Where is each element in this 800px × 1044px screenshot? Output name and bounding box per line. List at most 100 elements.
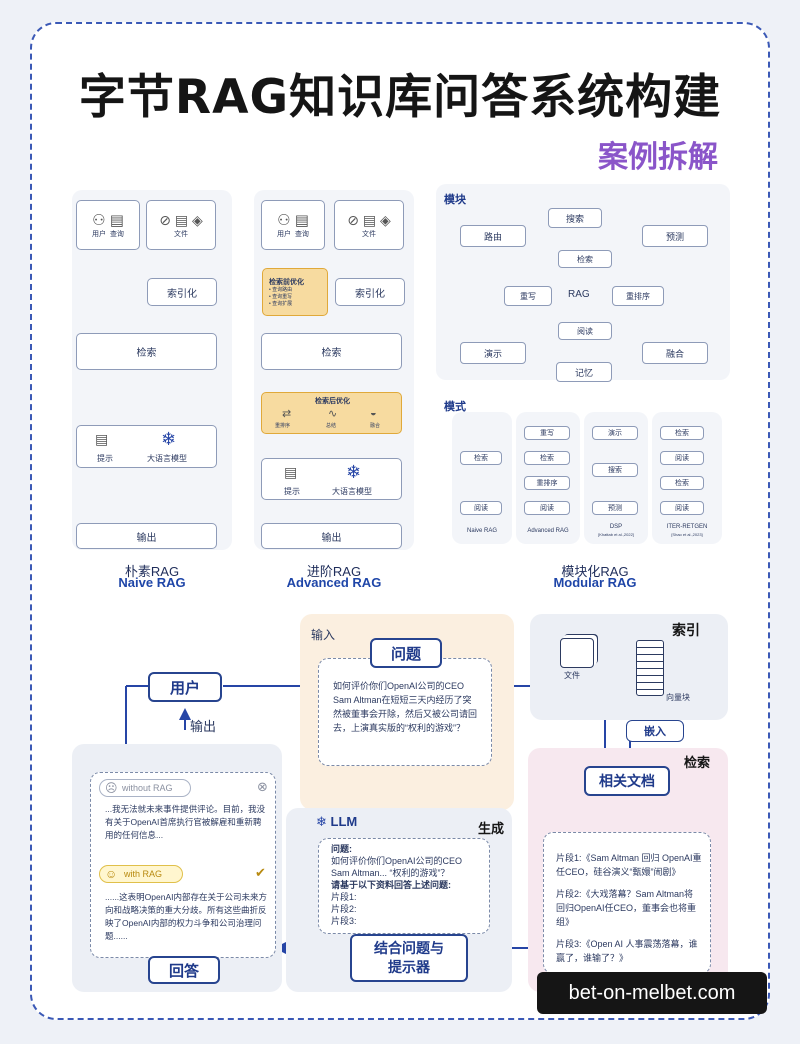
retrieve-label: 检索 — [684, 755, 711, 770]
combine-prompt-button[interactable]: 结合问题与 提示器 — [350, 934, 468, 982]
llm-label-text: LLM — [330, 814, 358, 829]
p4-read-2: 阅读 — [660, 501, 704, 515]
prompt-chunk: 片段3: — [331, 916, 357, 926]
document-icon: ▤ — [95, 431, 109, 447]
naive-index-box: 索引化 — [147, 278, 217, 306]
p4-retrieve-1: 检索 — [660, 426, 704, 440]
combine-line-1: 结合问题与 — [374, 940, 444, 956]
modular-caption-cn: 模块化RAG — [561, 564, 629, 579]
p4-retrieve-2: 检索 — [660, 476, 704, 490]
check-icon: ✔ — [255, 865, 266, 880]
naive-doc-label: 文件 — [174, 230, 188, 238]
adv-pre-retrieval-box: 检索前优化 • 查询路由 • 查询重写 • 查询扩展 — [262, 268, 328, 316]
p2-retrieve: 检索 — [524, 451, 570, 465]
adv-pre-item: • 查询路由 — [269, 286, 293, 293]
mod-read: 阅读 — [558, 322, 612, 340]
p1-retrieve: 检索 — [460, 451, 502, 465]
vector-stack-icon — [636, 640, 664, 696]
adv-summary-label: 总结 — [326, 423, 337, 429]
naive-panel — [72, 190, 232, 550]
adv-caption-cn: 进阶RAG — [306, 564, 362, 579]
adv-llm-label: 大语言模型 — [332, 487, 372, 496]
adv-user-query-box: ⚇ ▤ 用户 查询 — [261, 200, 325, 250]
prompt-question-text: 如何评价你们OpenAI公司的CEO Sam Altman... “权利的游戏”… — [331, 856, 463, 878]
combine-line-2: 提示器 — [388, 959, 430, 975]
naive-prompt-label: 提示 — [97, 454, 113, 463]
adv-caption-en: Advanced RAG — [286, 575, 382, 590]
shuffle-icon: ⇄ — [282, 408, 292, 420]
p3-demo: 演示 — [592, 426, 638, 440]
adv-rerank-label: 重排序 — [275, 423, 291, 429]
adv-doc-label: 文件 — [362, 230, 376, 238]
modular-caption-en: Modular RAG — [553, 575, 637, 590]
snowflake-icon: ❄ — [346, 462, 362, 482]
naive-caption-cn: 朴素RAG — [124, 564, 180, 579]
p2-name: Advanced RAG — [527, 528, 569, 534]
chunks-box: 片段1:《Sam Altman 回归 OpenAI重任CEO，硅谷演义“甄嬛”闹… — [543, 832, 711, 974]
naive-output-box: 输出 — [76, 523, 217, 549]
p3-ref: [Khattab et al.,2022] — [598, 532, 634, 537]
question-text-box: 如何评价你们OpenAI公司的CEO Sam Altman在短短三天内经历了突然… — [318, 658, 492, 766]
adv-post-retrieval-box: 检索后优化 ⇄ ∿ ◒ 重排序 总结 融合 — [261, 392, 402, 434]
module-section-label: 模块 — [444, 194, 466, 206]
naive-llm-label: 大语言模型 — [147, 454, 187, 463]
document-icon: ⊘ ▤ ◈ — [347, 211, 391, 228]
snowflake-icon: ❄ — [316, 814, 327, 829]
adv-pre-item: • 查询扩展 — [269, 300, 293, 307]
answer-button[interactable]: 回答 — [148, 956, 220, 984]
page-title: 字节RAG知识库问答系统构建 — [78, 70, 722, 125]
generate-label: 生成 — [478, 821, 505, 836]
output-flow-label: 输出 — [190, 719, 217, 734]
document-icon: ▤ — [284, 464, 298, 480]
adv-pre-label: 检索前优化 — [269, 278, 304, 286]
smile-face-icon: ☺ — [105, 867, 118, 881]
p4-ref: [Shao et al.,2023] — [671, 532, 703, 537]
without-rag-label: without RAG — [122, 782, 173, 793]
mod-fusion: 融合 — [642, 342, 708, 364]
mod-predict: 预测 — [642, 225, 708, 247]
embed-button[interactable]: 嵌入 — [626, 720, 684, 742]
files-stack-icon — [560, 638, 594, 668]
summary-icon: ∿ — [328, 408, 338, 420]
adv-pre-item: • 查询重写 — [269, 293, 293, 300]
naive-doc-box: ⊘ ▤ ◈ 文件 — [146, 200, 216, 250]
adv-post-label: 检索后优化 — [315, 398, 350, 405]
with-rag-text: ......这表明OpenAI内部存在关于公司未来方向和战略决策的重大分歧。所有… — [105, 892, 267, 941]
naive-caption-en: Naive RAG — [118, 575, 186, 590]
p2-rerank: 重排序 — [524, 476, 570, 490]
naive-generate-box: ▤ 提示 ❄ 大语言模型 — [76, 425, 217, 468]
chunk-item: 片段3:《Open AI 人事震荡落幕，谁赢了，谁输了？》 — [556, 939, 698, 963]
mod-search: 搜索 — [548, 208, 602, 228]
p3-predict: 预测 — [592, 501, 638, 515]
answers-box: ☹ without RAG ⊗ ...我无法就未来事件提供评论。目前，我没有关于… — [90, 772, 276, 958]
mod-memory: 记忆 — [556, 362, 612, 382]
user-button[interactable]: 用户 — [148, 672, 222, 702]
p1-name: Naive RAG — [466, 528, 497, 534]
adv-query-label: 查询 — [294, 231, 309, 238]
input-label: 输入 — [311, 628, 336, 642]
p4-read-1: 阅读 — [660, 451, 704, 465]
watermark: bet-on-melbet.com — [537, 972, 767, 1014]
snowflake-icon: ❄ — [161, 429, 177, 449]
mod-retrieve: 检索 — [558, 250, 612, 268]
chunk-item: 片段2:《大戏落幕？Sam Altman将回归OpenAI任CEO，董事会也将重… — [556, 889, 697, 927]
page-subtitle: 案例拆解 — [598, 140, 718, 175]
related-docs-button[interactable]: 相关文档 — [584, 766, 670, 796]
file-label: 文件 — [564, 671, 580, 680]
question-button[interactable]: 问题 — [370, 638, 442, 668]
vector-label: 向量块 — [666, 693, 690, 702]
pattern-section-label: 模式 — [444, 401, 466, 413]
p2-rewrite: 重写 — [524, 426, 570, 440]
adv-output-box: 输出 — [261, 523, 402, 549]
user-icon: ⚇ ▤ — [92, 212, 124, 229]
p4-name: ITER-RETGEN — [666, 524, 708, 530]
prompt-instruction: 请基于以下资料回答上述问题: — [331, 880, 451, 890]
naive-retrieve-box: 检索 — [76, 333, 217, 370]
adv-generate-box: ▤ 提示 ❄ 大语言模型 — [261, 458, 402, 500]
prompt-question-label: 问题: — [331, 844, 352, 854]
chunk-item: 片段1:《Sam Altman 回归 OpenAI重任CEO，硅谷演义“甄嬛”闹… — [556, 853, 702, 877]
naive-user-label: 用户 — [92, 231, 107, 238]
index-label: 索引 — [672, 622, 700, 638]
adv-index-box: 索引化 — [335, 278, 405, 306]
mod-rewrite: 重写 — [504, 286, 552, 306]
